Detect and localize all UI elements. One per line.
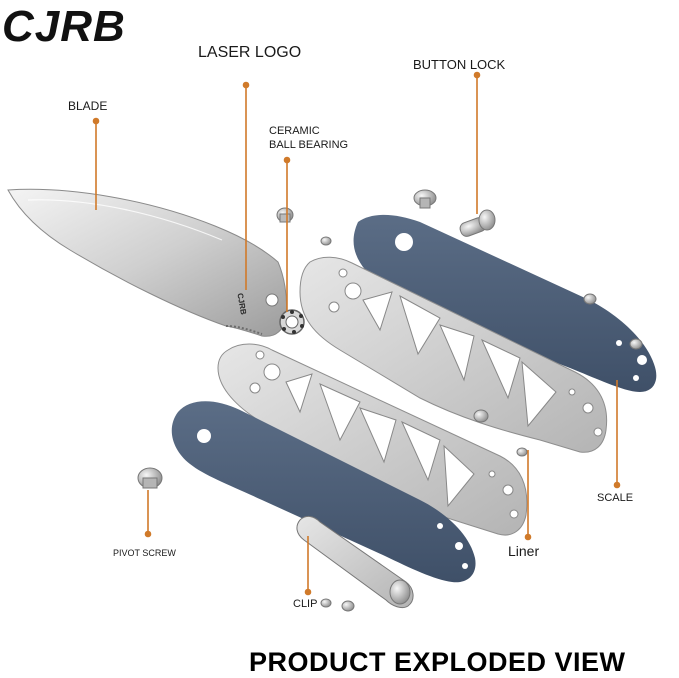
label-pivot-screw: PIVOT SCREW [113,548,176,558]
label-liner: Liner [508,543,540,559]
small-screw-6 [516,447,528,457]
pivot-screw-part [137,467,163,489]
label-button-lock: BUTTON LOCK [413,57,506,72]
label-scale: SCALE [597,492,634,504]
button-lock-part [459,209,496,237]
small-screw-5 [473,409,489,423]
brand-logo: CJRB [2,2,126,51]
back-liner [299,256,608,453]
small-screw-4 [629,338,643,350]
front-scale [171,401,476,583]
label-blade: BLADE [68,99,108,113]
ceramic-ball-bearing [279,309,305,335]
small-screw-1 [276,207,294,223]
label-ceramic-line1: CERAMIC [269,125,320,137]
leader-lines [92,71,621,596]
small-screw-3 [583,293,597,305]
blade [7,188,287,337]
label-ceramic-line2: BALL BEARING [269,139,349,151]
blade-logo-engraving: CJRB [235,292,248,315]
hardware [137,189,643,612]
pocket-clip [296,515,414,609]
small-screw-2 [320,236,332,246]
label-laser-logo: LASER LOGO [198,44,302,61]
front-liner [217,343,528,536]
spacer-screw-top [413,189,437,209]
label-clip: CLIP [293,598,318,610]
back-scale [353,214,657,392]
page-title: PRODUCT EXPLODED VIEW [249,647,626,677]
clip-screw-2 [341,600,355,612]
clip-screw-1 [320,598,332,608]
